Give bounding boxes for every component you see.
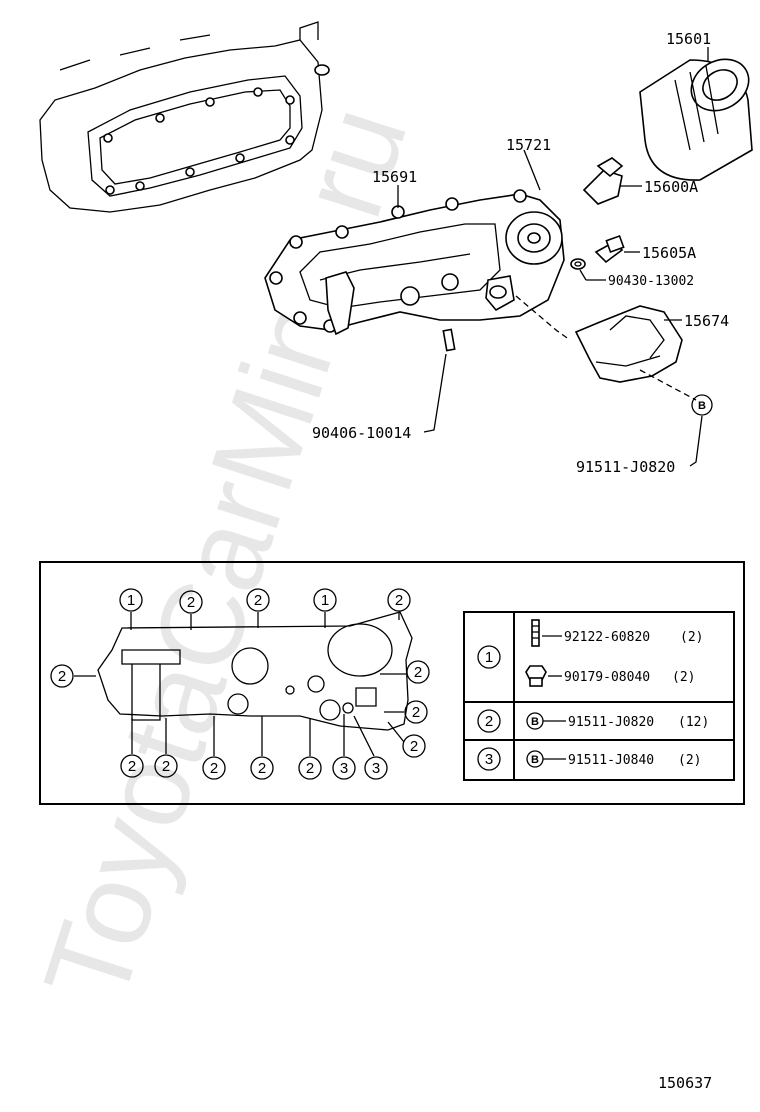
- table-row-2-qty: (12): [678, 715, 709, 730]
- svg-text:1: 1: [127, 592, 135, 609]
- callout-right-2: 2: [404, 700, 428, 724]
- inset-frame: [39, 561, 745, 805]
- bolt-b-icon: B: [526, 750, 544, 768]
- table-row-1-part-1: 92122-60820: [564, 630, 650, 645]
- svg-text:3: 3: [485, 751, 493, 768]
- callout-top-2: 2: [179, 590, 203, 614]
- bolt-b-marker-label: B: [698, 400, 706, 412]
- diagram-id: 150637: [658, 1074, 712, 1092]
- table-row-3-qty: (2): [678, 753, 701, 768]
- inset-leaders: [74, 612, 406, 757]
- svg-text:3: 3: [340, 760, 348, 777]
- inset-gasket-drawing: [97, 611, 413, 731]
- svg-text:2: 2: [306, 760, 314, 777]
- callout-bottom-7: 3: [364, 756, 388, 780]
- label-bolt-b: 91511-J0820: [576, 458, 675, 476]
- svg-text:B: B: [531, 716, 539, 728]
- pin-drawing: [442, 328, 456, 352]
- callout-left-1: 2: [50, 664, 74, 688]
- svg-text:1: 1: [321, 592, 329, 609]
- table-row-2-part: 91511-J0820: [568, 715, 654, 730]
- svg-text:2: 2: [485, 713, 493, 730]
- table-row-2-ref: 2: [477, 709, 501, 733]
- table-row-3-part: 91511-J0840: [568, 753, 654, 768]
- callout-top-1: 1: [119, 588, 143, 612]
- callout-bottom-3: 2: [202, 756, 226, 780]
- label-union: 15600A: [644, 178, 698, 196]
- label-oil-filter: 15601: [666, 30, 711, 48]
- svg-text:2: 2: [58, 668, 66, 685]
- svg-text:1: 1: [485, 649, 493, 666]
- bolt-b-icon: B: [526, 712, 544, 730]
- engine-block-drawing: [39, 21, 330, 213]
- label-plug: 15605A: [642, 244, 696, 262]
- gasket-drawing: [570, 258, 586, 270]
- callout-right-1: 2: [406, 660, 430, 684]
- svg-text:2: 2: [128, 758, 136, 775]
- union-drawing: [582, 157, 624, 205]
- callout-top-3: 2: [246, 588, 270, 612]
- svg-text:2: 2: [395, 592, 403, 609]
- table-row-1-ref: 1: [477, 645, 501, 669]
- nut-icon: [525, 665, 547, 687]
- oil-pipe-cover-drawing: [574, 305, 683, 383]
- table-row-3-ref: 3: [477, 747, 501, 771]
- label-oil-cooler-assy: 15721: [506, 136, 551, 154]
- stud-icon: [531, 619, 540, 647]
- svg-text:2: 2: [162, 758, 170, 775]
- callout-bottom-4: 2: [250, 756, 274, 780]
- oil-cooler-drawing: [264, 189, 565, 336]
- parts-table: [463, 611, 735, 781]
- svg-text:2: 2: [254, 592, 262, 609]
- svg-text:2: 2: [258, 760, 266, 777]
- callout-bottom-6: 3: [332, 756, 356, 780]
- plug-drawing: [594, 234, 625, 264]
- table-row-1-qty-1: (2): [680, 630, 703, 645]
- table-row-1-qty-2: (2): [672, 670, 695, 685]
- label-gasket: 90430-13002: [608, 274, 694, 289]
- svg-text:2: 2: [187, 594, 195, 611]
- bolt-b-marker: [691, 394, 713, 416]
- oil-filter-drawing: [639, 58, 753, 181]
- callout-bottom-5: 2: [298, 756, 322, 780]
- callout-top-5: 2: [387, 588, 411, 612]
- svg-text:2: 2: [412, 704, 420, 721]
- callout-right-3: 2: [402, 734, 426, 758]
- callout-bottom-2: 2: [154, 754, 178, 778]
- svg-text:B: B: [531, 754, 539, 766]
- label-oil-cooler-case: 15691: [372, 168, 417, 186]
- table-row-1-part-2: 90179-08040: [564, 670, 650, 685]
- label-oil-pipe-cover: 15674: [684, 312, 729, 330]
- callout-bottom-1: 2: [120, 754, 144, 778]
- svg-text:2: 2: [410, 738, 418, 755]
- svg-text:2: 2: [414, 664, 422, 681]
- label-pin: 90406-10014: [312, 424, 411, 442]
- svg-text:2: 2: [210, 760, 218, 777]
- callout-top-4: 1: [313, 588, 337, 612]
- svg-text:3: 3: [372, 760, 380, 777]
